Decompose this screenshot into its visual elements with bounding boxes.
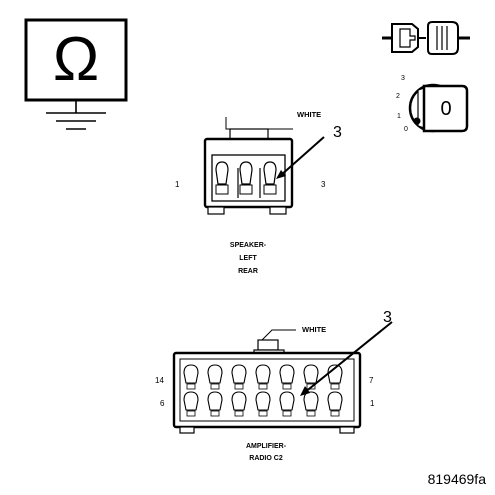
amplifier-cavity-terminal xyxy=(210,383,220,390)
amplifier-cavity xyxy=(327,391,343,411)
amplifier-cavity xyxy=(183,391,199,411)
amplifier-cavity-terminal xyxy=(258,410,268,417)
key-value: 0 xyxy=(440,98,451,120)
speaker-connector: WHITE 3 1 3 SPEAKER- LEFT REAR xyxy=(175,110,342,275)
connector-icon xyxy=(382,21,470,55)
amplifier-cavity-terminal xyxy=(234,383,244,390)
speaker-caption-line-2: LEFT xyxy=(239,255,257,262)
amplifier-callout-pin: 3 xyxy=(383,309,392,326)
amplifier-cavity xyxy=(183,364,199,384)
ignition-key-icon: 3 2 1 0 0 xyxy=(396,75,469,133)
key-position-3: 3 xyxy=(401,75,405,82)
key-position-2: 2 xyxy=(396,93,400,100)
speaker-callout-pin: 3 xyxy=(333,124,342,141)
amplifier-caption-line-1: AMPLIFIER- xyxy=(246,443,287,450)
amplifier-cavity-terminal xyxy=(330,410,340,417)
amplifier-cavity-terminal xyxy=(186,410,196,417)
amplifier-caption-line-2: RADIO C2 xyxy=(249,455,283,462)
amplifier-pin-bottom-left: 6 xyxy=(160,399,165,408)
amplifier-color-label: WHITE xyxy=(302,325,326,334)
ground-icon xyxy=(46,100,106,130)
key-position-0: 0 xyxy=(404,126,408,133)
amplifier-cavity-terminal xyxy=(282,410,292,417)
speaker-color-label: WHITE xyxy=(297,110,321,119)
amplifier-cavity-terminal xyxy=(282,383,292,390)
ohm-glyph: Ω xyxy=(53,25,99,94)
amplifier-pin-top-left: 14 xyxy=(155,376,164,385)
amplifier-cavity xyxy=(231,364,247,384)
amplifier-connector: WHITE 3 14 7 6 1 AMPLIFIER- RADIO C2 xyxy=(155,309,393,462)
amplifier-cavity xyxy=(327,364,343,384)
amplifier-cavity-terminal xyxy=(186,383,196,390)
speaker-caption-line-3: REAR xyxy=(238,268,258,275)
amplifier-cavity-terminal xyxy=(306,410,316,417)
amplifier-pin-bottom-right: 1 xyxy=(370,399,375,408)
amplifier-cavity xyxy=(303,391,319,411)
amplifier-cavity xyxy=(279,391,295,411)
key-position-1: 1 xyxy=(397,113,401,120)
amplifier-cavity-terminal xyxy=(210,410,220,417)
ohmmeter-icon: Ω xyxy=(24,18,128,102)
amplifier-cavity-terminal xyxy=(258,383,268,390)
speaker-pin-left: 1 xyxy=(175,180,180,189)
amplifier-cavities xyxy=(183,364,343,417)
amplifier-cavity-terminal xyxy=(234,410,244,417)
amplifier-cavity xyxy=(255,364,271,384)
amplifier-cavity xyxy=(279,364,295,384)
amplifier-cavity xyxy=(207,364,223,384)
speaker-caption-line-1: SPEAKER- xyxy=(230,242,267,249)
figure-id: 819469fa xyxy=(428,471,487,487)
speaker-pin-right: 3 xyxy=(321,180,326,189)
amplifier-cavity-terminal xyxy=(330,383,340,390)
amplifier-cavity xyxy=(255,391,271,411)
amplifier-cavity xyxy=(303,364,319,384)
amplifier-cavity xyxy=(231,391,247,411)
amplifier-cavity xyxy=(207,391,223,411)
amplifier-pin-top-right: 7 xyxy=(369,376,374,385)
